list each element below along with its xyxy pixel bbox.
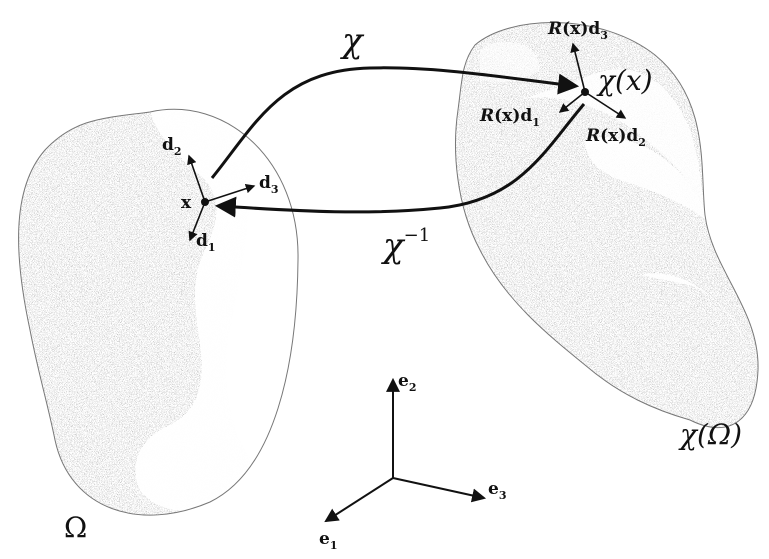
label-e1: e1: [319, 529, 337, 552]
point-chi-x-triad: [558, 42, 627, 119]
point-x-dot: [201, 198, 209, 206]
mapping-chi-arrow: [210, 66, 580, 179]
label-R-d2: R(x)d2: [585, 126, 646, 149]
label-chi: χ: [340, 21, 365, 61]
label-chi-inverse: χ−1: [381, 225, 430, 266]
label-d1: d1: [196, 231, 216, 254]
label-d3: d3: [259, 173, 279, 196]
global-basis-frame: [324, 377, 487, 523]
point-x-triad: [187, 154, 256, 242]
label-x: x: [181, 193, 192, 213]
label-R-d3: R(x)d3: [547, 19, 608, 42]
label-chi-omega: χ(Ω): [678, 418, 742, 451]
inverse-mapping-arrow: [214, 103, 586, 218]
label-chi-x: χ(x): [596, 64, 653, 97]
label-e2: e2: [398, 371, 416, 394]
reference-body-omega: [18, 108, 299, 516]
label-d2: d2: [162, 135, 182, 158]
point-chi-x-dot: [581, 88, 589, 96]
label-e3: e3: [488, 479, 506, 502]
label-omega: Ω: [64, 511, 87, 544]
label-R-d1: R(x)d1: [479, 106, 540, 129]
